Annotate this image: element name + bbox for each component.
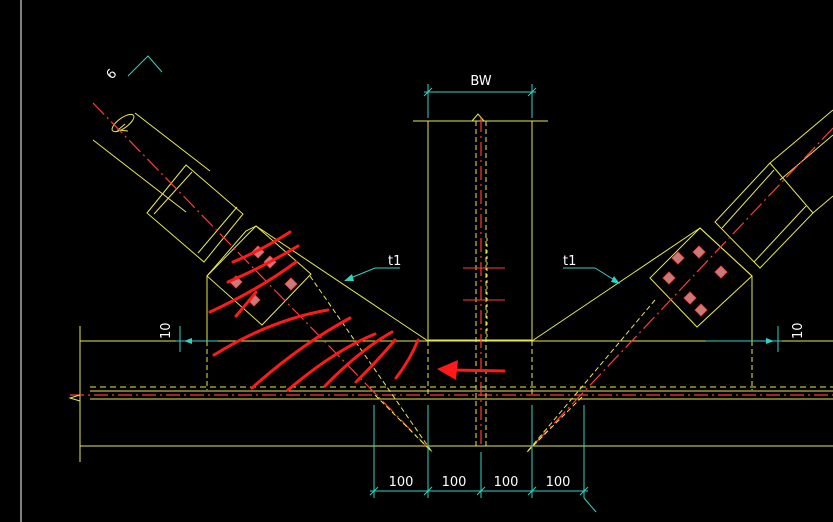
red-arrow-left xyxy=(437,360,506,380)
weld-arrowhead-right xyxy=(611,276,620,284)
red-markup-hatch xyxy=(208,230,420,392)
bottom-dimension-chain xyxy=(369,405,597,513)
left-gusset-plate xyxy=(206,225,430,342)
right-brace-hidden-line xyxy=(526,299,656,453)
thickness-label-right: 10 xyxy=(791,322,806,339)
thickness-dim-left xyxy=(176,326,218,352)
dimension-bw-label: BW xyxy=(470,74,491,89)
weld-leader-right xyxy=(563,267,617,282)
bottom-dim-4: 100 xyxy=(546,475,571,490)
left-brace-hidden-line xyxy=(309,275,433,453)
right-brace-centerline xyxy=(526,127,833,453)
thickness-label-left: 10 xyxy=(159,322,174,339)
brace-size-leader xyxy=(127,55,163,77)
dimension-bw xyxy=(423,84,537,118)
left-brace-hidden-line-2 xyxy=(374,394,433,453)
weld-label-right: t1 xyxy=(563,254,576,269)
right-brace xyxy=(649,109,833,328)
right-bolt-group xyxy=(662,245,728,317)
bottom-dim-2: 100 xyxy=(442,475,467,490)
right-brace-hidden-line-2 xyxy=(526,396,583,453)
chord-break-symbol xyxy=(68,394,81,402)
left-brace-centerline xyxy=(92,102,433,453)
weld-leader-left xyxy=(347,267,400,280)
bottom-dim-3: 100 xyxy=(494,475,519,490)
bottom-dim-1: 100 xyxy=(389,475,414,490)
left-brace xyxy=(92,112,312,326)
weld-arrowhead-left xyxy=(344,274,354,281)
weld-label-left: t1 xyxy=(388,254,401,269)
thickness-dim-right xyxy=(706,326,782,352)
